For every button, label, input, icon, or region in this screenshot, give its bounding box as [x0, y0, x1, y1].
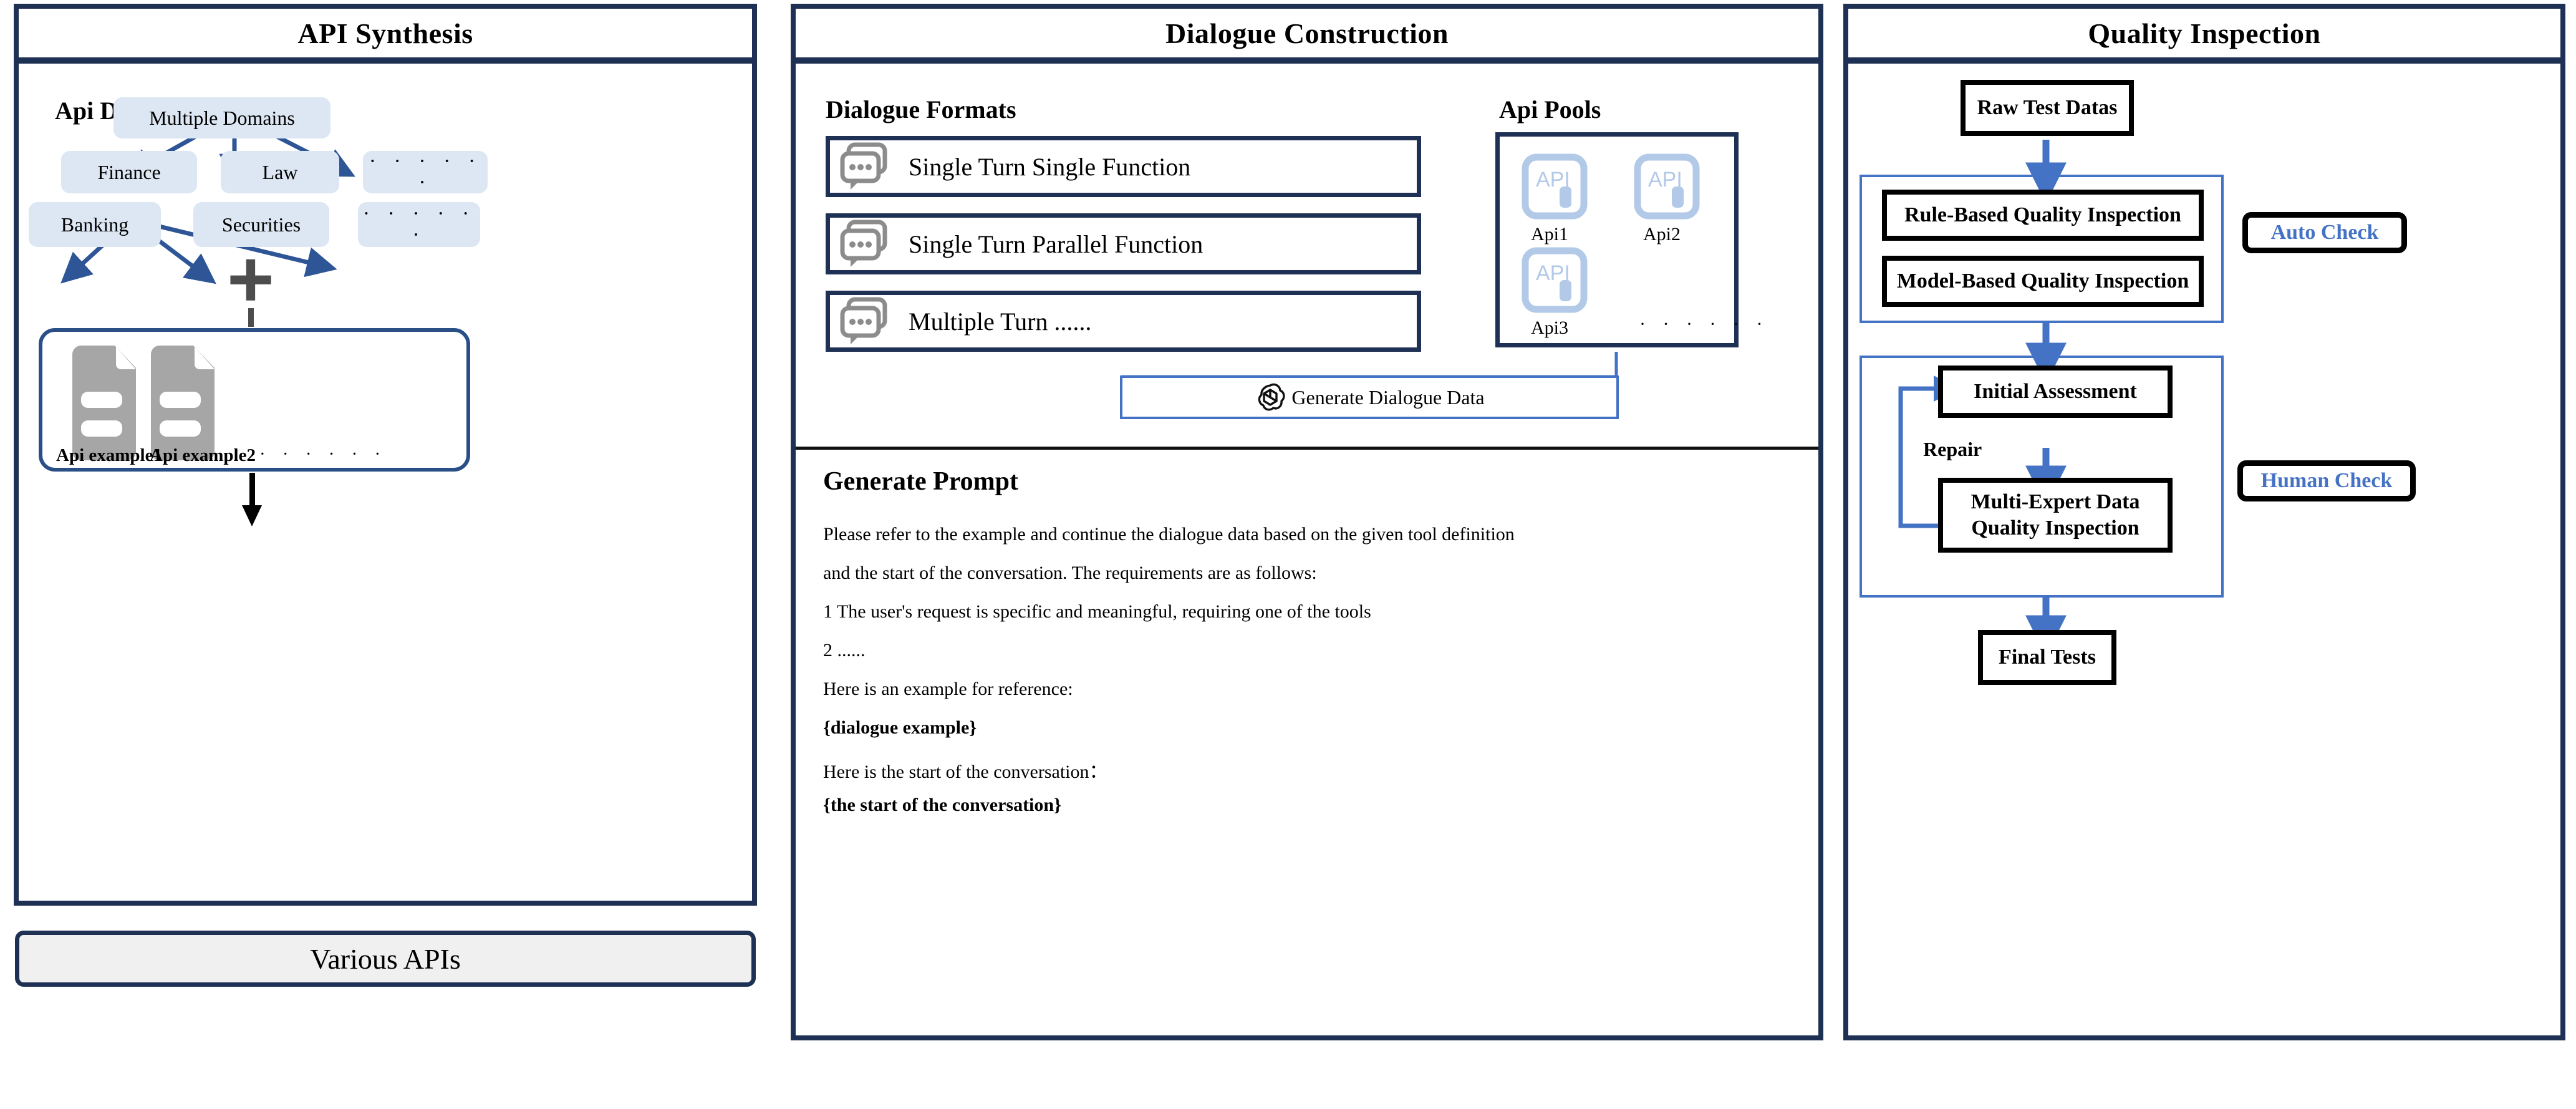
human-check-group: [1860, 356, 2224, 598]
plus-connector: [248, 308, 254, 327]
multi-expert-quality-inspection-box[interactable]: Multi-Expert Data Quality Inspection: [1938, 478, 2173, 553]
domain-tree-arrows: [60, 112, 355, 284]
prompt-line: and the start of the conversation. The r…: [823, 563, 1317, 583]
api-example-1-label: Api example1: [56, 445, 162, 465]
domain-node-more-level2[interactable]: · · · · · ·: [358, 202, 480, 247]
model-based-quality-inspection-box[interactable]: Model-Based Quality Inspection: [1882, 256, 2204, 307]
document-icon: [151, 346, 215, 460]
multi-expert-line-2: Quality Inspection: [1971, 516, 2139, 540]
to-output-arrow: [242, 473, 262, 526]
domain-node-more-level1[interactable]: · · · · · ·: [363, 151, 488, 193]
initial-assessment-box[interactable]: Initial Assessment: [1938, 366, 2173, 418]
api-pool-container: API Api1 API Api2 API Api3 · · · · · ·: [1495, 132, 1762, 347]
generate-prompt-title: Generate Prompt: [823, 467, 1018, 496]
api-pool-item-label: Api3: [1531, 317, 1568, 338]
panel-title-api-synthesis: API Synthesis: [19, 9, 752, 64]
panel-body-api-synthesis: Api Domain Multiple Domains Finance Law …: [19, 64, 752, 901]
dialogue-format-label: Single Turn Parallel Function: [909, 230, 1204, 258]
auto-check-tag: Auto Check: [2242, 212, 2407, 253]
dialogue-format-single-turn-parallel-function[interactable]: Single Turn Parallel Function: [826, 213, 1421, 274]
chat-bubble-icon: [840, 220, 887, 267]
api-icon: API: [1522, 153, 1588, 220]
dialogue-format-multiple-turn[interactable]: Multiple Turn ......: [826, 291, 1421, 352]
api-example-2-label: Api example2: [150, 445, 256, 465]
panel-title-quality-inspection: Quality Inspection: [1848, 9, 2560, 64]
prompt-line: {the start of the conversation}: [823, 795, 1061, 815]
domain-node-law[interactable]: Law: [221, 151, 339, 193]
repair-label: Repair: [1923, 438, 1982, 460]
raw-test-datas-box[interactable]: Raw Test Datas: [1961, 80, 2134, 136]
quality-flow-arrows: [1898, 140, 2067, 657]
human-check-tag: Human Check: [2237, 460, 2416, 501]
api-icon: API: [1634, 153, 1700, 220]
multi-expert-line-1: Multi-Expert Data: [1971, 490, 2140, 513]
panel-body-dialogue-construction: Dialogue Formats Api Pools Single Turn S…: [796, 64, 1818, 1035]
panel-body-quality-inspection: Raw Test Datas Rule-Based Quality Inspec…: [1848, 64, 2560, 1035]
prompt-line: Here is the start of the conversation：: [823, 762, 1108, 782]
panel-quality-inspection: Quality Inspection Raw Test Datas Rule-B…: [1843, 4, 2565, 1040]
prompt-line: {dialogue example}: [823, 717, 977, 738]
generate-dialogue-data-box[interactable]: Generate Dialogue Data: [1120, 375, 1619, 419]
domain-node-multiple-domains[interactable]: Multiple Domains: [113, 97, 330, 138]
various-apis-box[interactable]: Various APIs: [15, 931, 756, 987]
panel-dialogue-construction: Dialogue Construction Dialogue Formats A…: [791, 4, 1823, 1040]
dialogue-format-label: Single Turn Single Function: [909, 152, 1191, 181]
document-icon: [72, 346, 136, 460]
plus-symbol: +: [227, 233, 274, 324]
prompt-line: 2 ......: [823, 640, 866, 661]
domain-node-finance[interactable]: Finance: [61, 151, 197, 193]
api-examples-ellipsis: · · · · · ·: [259, 444, 387, 464]
api-examples-container: Api example1 Api example2 · · · · · ·: [39, 328, 470, 472]
final-tests-box[interactable]: Final Tests: [1978, 630, 2116, 685]
chat-bubble-icon: [840, 297, 887, 344]
chat-bubble-icon: [840, 142, 887, 190]
panel-title-dialogue-construction: Dialogue Construction: [796, 9, 1818, 64]
prompt-line: 1 The user's request is specific and mea…: [823, 601, 1371, 622]
api-pool-item-label: Api1: [1531, 224, 1568, 245]
api-pool-item-label: Api2: [1643, 224, 1681, 245]
prompt-line: Please refer to the example and continue…: [823, 524, 1515, 545]
rule-based-quality-inspection-box[interactable]: Rule-Based Quality Inspection: [1882, 190, 2204, 241]
panel-api-synthesis: API Synthesis Api Domain Multiple Domain…: [14, 4, 757, 906]
auto-check-group: [1860, 175, 2224, 323]
api-pools-label: Api Pools: [1499, 95, 1601, 123]
domain-node-banking[interactable]: Banking: [29, 202, 161, 247]
section-divider: [796, 447, 1818, 450]
dialogue-format-label: Multiple Turn ......: [909, 307, 1092, 336]
dialogue-formats-label: Dialogue Formats: [826, 95, 1016, 123]
generate-dialogue-data-label: Generate Dialogue Data: [1291, 385, 1485, 409]
openai-logo-icon: [1258, 383, 1285, 411]
domain-node-securities[interactable]: Securities: [193, 202, 329, 247]
api-icon: API: [1522, 247, 1588, 313]
dialogue-format-single-turn-single-function[interactable]: Single Turn Single Function: [826, 136, 1421, 197]
api-pool-ellipsis: · · · · · ·: [1639, 314, 1769, 334]
prompt-line: Here is an example for reference:: [823, 679, 1073, 699]
